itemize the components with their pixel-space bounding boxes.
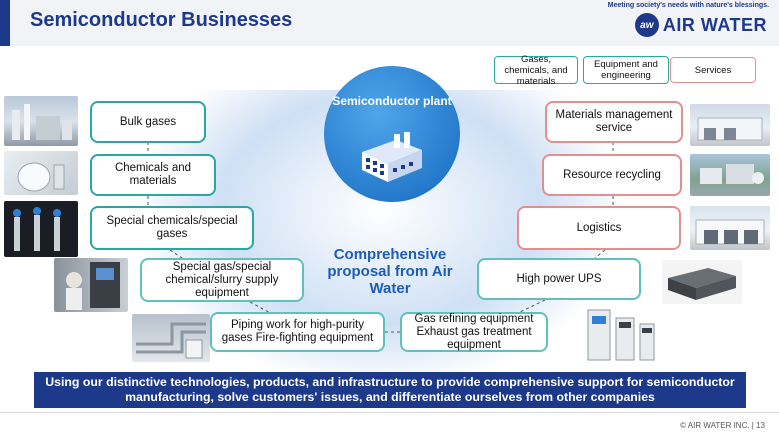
item-high-power-ups: High power UPS (477, 258, 641, 300)
item-logistics: Logistics (517, 206, 681, 250)
photo-chemicals (4, 151, 78, 195)
photo-ups (662, 260, 742, 304)
item-piping-work: Piping work for high-purity gases Fire-f… (210, 312, 385, 352)
photo-piping-work (132, 314, 210, 362)
footer-divider (0, 412, 779, 413)
summary-banner: Using our distinctive technologies, prod… (34, 372, 746, 408)
logo-mark-icon: aw (634, 13, 659, 37)
logo-text: AIR WATER (662, 14, 767, 35)
photo-materials-warehouse (690, 104, 770, 146)
title-accent (0, 0, 10, 46)
item-resource-recycling: Resource recycling (542, 154, 682, 196)
page-title: Semiconductor Businesses (30, 9, 293, 31)
photo-logistics-warehouse (690, 206, 770, 250)
factory-icon (362, 132, 422, 182)
photo-special-gases (4, 201, 78, 257)
plant-label: Semiconductor plant (332, 94, 452, 108)
company-logo: aw AIR WATER (634, 13, 767, 37)
proposal-text: Comprehensive proposal from Air Water (327, 246, 453, 297)
item-materials-management: Materials management service (545, 101, 683, 143)
legend-equipment: Equipment and engineering (583, 56, 669, 84)
item-special-chemicals: Special chemicals/special gases (90, 206, 254, 250)
legend-services: Services (670, 57, 756, 83)
item-chemicals-materials: Chemicals and materials (90, 154, 216, 196)
photo-gas-refining-units (584, 306, 660, 362)
item-supply-equipment: Special gas/special chemical/slurry supp… (140, 258, 304, 302)
photo-bulk-gas-plant (4, 96, 78, 146)
item-gas-refining: Gas refining equipment Exhaust gas treat… (400, 312, 548, 352)
photo-supply-equipment (54, 258, 128, 312)
tagline: Meeting society's needs with nature's bl… (607, 2, 769, 9)
item-bulk-gases: Bulk gases (90, 101, 206, 143)
footer-copyright: © AIR WATER INC. | 13 (680, 421, 765, 430)
photo-recycling-facility (690, 154, 770, 196)
legend-gases: Gases, chemicals, and materials (494, 54, 578, 87)
